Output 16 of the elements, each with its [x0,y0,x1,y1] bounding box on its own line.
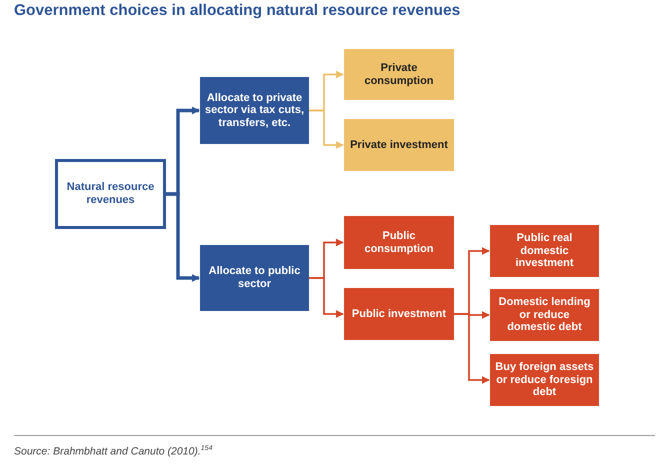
connector-arrow [454,313,490,384]
diagram-title: Government choices in allocating natural resource revenues [14,2,460,20]
process-box: Allocate to public sector [200,245,309,311]
process-box: Domestic lending or reduce domestic debt [490,289,599,341]
source-caption: Source: Brahmbhatt and Canuto (2010).$^{154}$ [14,445,212,458]
process-box: Private consumption [344,49,454,100]
source-box: Natural resource revenues [55,159,166,229]
connector-arrow [166,192,200,282]
process-box: Buy foreign assets or reduce foresign debt [490,354,599,406]
process-box: Public consumption [344,216,454,269]
connector-arrow [309,110,344,149]
process-box: Public investment [344,288,454,340]
process-box: Private investment [344,119,454,171]
connector-arrow [309,277,344,318]
process-box: Public real domestic investment [490,225,599,277]
process-box: Allocate to private sector via tax cuts, transfers, etc. [200,77,309,144]
